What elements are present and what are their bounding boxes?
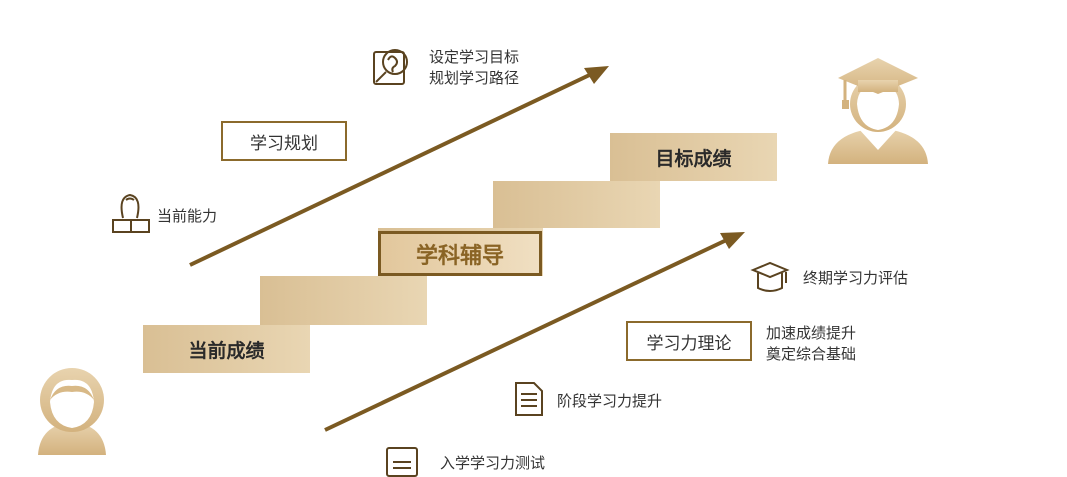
subject-tutoring-box: 学科辅导: [378, 231, 542, 276]
improve-note: 加速成绩提升 奠定综合基础: [766, 323, 856, 365]
goal-note-line2: 规划学习路径: [429, 69, 520, 87]
lower-arrow: [324, 232, 745, 432]
step-current: [143, 325, 310, 373]
improve-note-line2: 奠定综合基础: [766, 345, 857, 363]
document-icon: [515, 382, 543, 416]
goal-note: 设定学习目标 规划学习路径: [429, 47, 519, 89]
person-icon: [38, 368, 106, 455]
step-riser-3: [493, 181, 660, 228]
goal-note-line1: 设定学习目标: [429, 48, 520, 66]
entry-note: 入学学习力测试: [440, 454, 546, 472]
step-riser-1: [260, 276, 427, 325]
target-score-label: 目标成绩: [655, 148, 732, 170]
current-score-label: 当前成绩: [188, 340, 265, 362]
stage-note: 阶段学习力提升: [557, 392, 663, 410]
final-eval-note: 终期学习力评估: [803, 269, 909, 287]
current-ability-note: 当前能力: [157, 207, 218, 225]
reader-icon: [112, 193, 150, 233]
mortarboard-icon: [750, 261, 790, 292]
upper-arrow: [189, 66, 609, 267]
improve-note-line1: 加速成绩提升: [766, 324, 857, 342]
book-icon: [386, 447, 418, 477]
graduate-icon: [828, 58, 928, 164]
step-target: [610, 133, 777, 181]
learning-theory-label: 学习力理论: [626, 321, 752, 361]
search-brain-icon: [373, 49, 408, 85]
study-plan-label: 学习规划: [221, 121, 347, 161]
